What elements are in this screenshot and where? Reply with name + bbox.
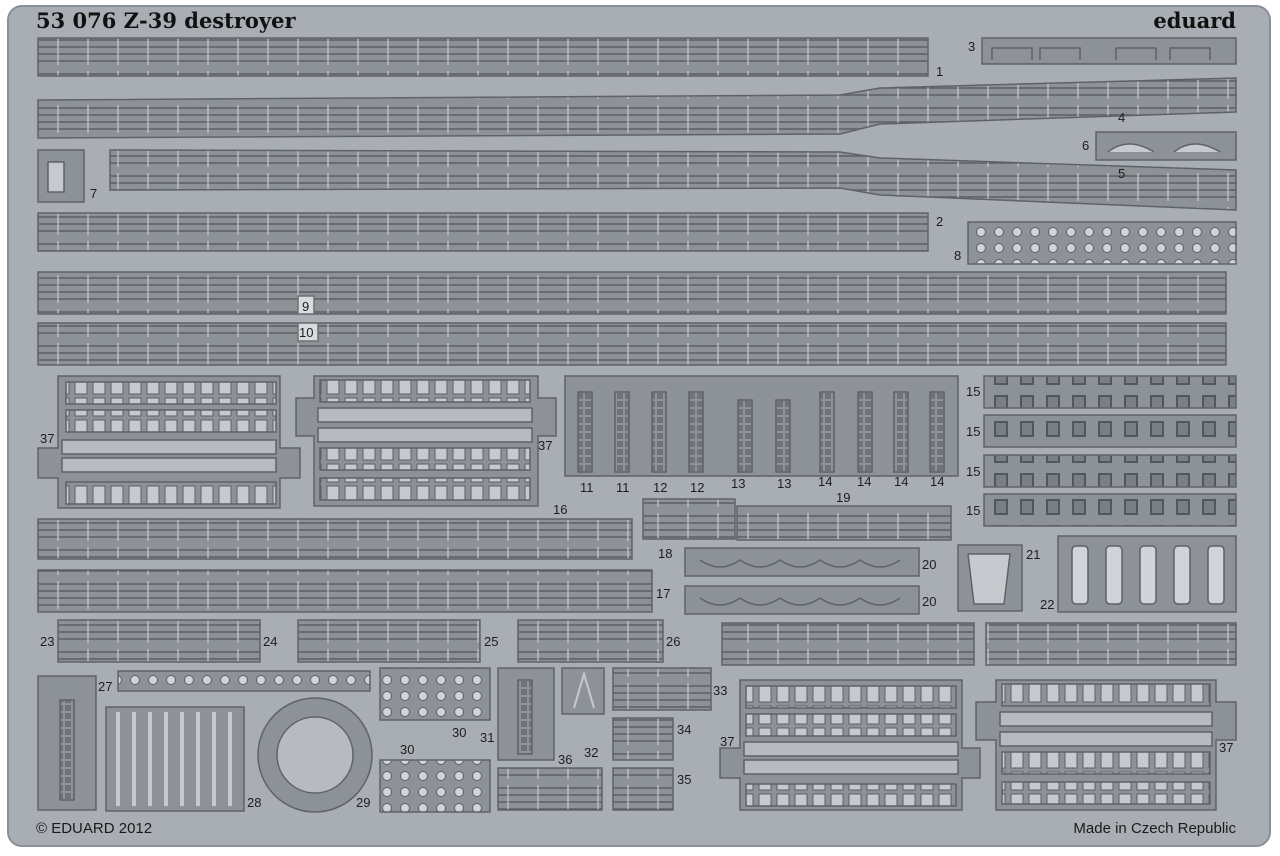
label-14b: 14 xyxy=(857,474,871,489)
brand-name: eduard xyxy=(1153,8,1236,33)
label-28: 28 xyxy=(247,795,261,810)
label-13a: 13 xyxy=(731,476,745,491)
part-27 xyxy=(117,670,371,692)
label-27: 27 xyxy=(98,679,112,694)
part-18 xyxy=(642,498,736,540)
part-1 xyxy=(37,37,929,77)
label-15c: 15 xyxy=(966,464,980,479)
part-3 xyxy=(981,37,1237,65)
label-31: 31 xyxy=(480,730,494,745)
label-2: 2 xyxy=(936,214,943,229)
label-12a: 12 xyxy=(653,480,667,495)
misc-parts xyxy=(37,535,1237,813)
part-36 xyxy=(497,767,603,811)
deck-parts-37 xyxy=(37,375,1237,811)
label-37a: 37 xyxy=(40,431,54,446)
label-5: 5 xyxy=(1118,166,1125,181)
label-10: 10 xyxy=(299,325,313,340)
label-37c: 37 xyxy=(720,734,734,749)
part-15c xyxy=(983,454,1237,488)
part-26 xyxy=(517,619,664,663)
label-37b: 37 xyxy=(538,438,552,453)
label-16: 16 xyxy=(553,502,567,517)
label-19: 19 xyxy=(836,490,850,505)
label-7: 7 xyxy=(90,186,97,201)
label-15d: 15 xyxy=(966,503,980,518)
label-29: 29 xyxy=(356,795,370,810)
origin: Made in Czech Republic xyxy=(1073,820,1236,837)
label-33: 33 xyxy=(713,683,727,698)
part-30a xyxy=(379,667,491,721)
label-13b: 13 xyxy=(777,476,791,491)
part-9 xyxy=(37,271,1227,315)
label-30a: 30 xyxy=(452,725,466,740)
small-parts xyxy=(37,37,1237,342)
grates-15 xyxy=(983,375,1237,527)
label-9: 9 xyxy=(302,299,309,314)
label-12b: 12 xyxy=(690,480,704,495)
label-22: 22 xyxy=(1040,597,1054,612)
label-14a: 14 xyxy=(818,474,832,489)
rail-panel-a xyxy=(721,622,975,666)
label-6: 6 xyxy=(1082,138,1089,153)
part-labels: 1 2 3 4 5 6 7 8 9 10 11 11 12 12 13 13 1… xyxy=(40,39,1233,810)
part-28 xyxy=(105,706,245,812)
label-15b: 15 xyxy=(966,424,980,439)
label-24: 24 xyxy=(263,634,277,649)
ladders-11-14 xyxy=(564,375,959,477)
label-20b: 20 xyxy=(922,594,936,609)
label-23: 23 xyxy=(40,634,54,649)
label-34: 34 xyxy=(677,722,691,737)
label-3: 3 xyxy=(968,39,975,54)
label-25: 25 xyxy=(484,634,498,649)
part-20b xyxy=(684,585,920,615)
rail-panel-b xyxy=(985,622,1237,666)
part-23-24 xyxy=(57,619,261,663)
label-15a: 15 xyxy=(966,384,980,399)
label-8: 8 xyxy=(954,248,961,263)
part-15a xyxy=(983,375,1237,409)
part-19 xyxy=(736,505,952,541)
part-20a xyxy=(684,547,920,577)
part-35 xyxy=(612,767,674,811)
label-1: 1 xyxy=(936,64,943,79)
part-17 xyxy=(37,569,653,613)
label-32: 32 xyxy=(584,745,598,760)
label-14d: 14 xyxy=(930,474,944,489)
label-26: 26 xyxy=(666,634,680,649)
copyright: © EDUARD 2012 xyxy=(36,820,152,837)
fret-title: 53 076 Z-39 destroyer xyxy=(36,8,296,33)
part-10 xyxy=(37,322,1227,366)
part-33 xyxy=(612,667,712,711)
part-34 xyxy=(612,717,674,761)
part-16 xyxy=(37,518,633,560)
long-rail-upper xyxy=(37,77,1237,139)
label-17: 17 xyxy=(656,586,670,601)
part-25 xyxy=(297,619,481,663)
part-15b xyxy=(983,414,1237,448)
label-4: 4 xyxy=(1118,110,1125,125)
long-rail-lower xyxy=(109,149,1237,211)
label-11b: 11 xyxy=(616,480,630,495)
railing-strips xyxy=(37,37,1237,811)
label-11a: 11 xyxy=(580,480,594,495)
label-18: 18 xyxy=(658,546,672,561)
label-21: 21 xyxy=(1026,547,1040,562)
part-8 xyxy=(967,221,1237,265)
label-35: 35 xyxy=(677,772,691,787)
label-20a: 20 xyxy=(922,557,936,572)
label-14c: 14 xyxy=(894,474,908,489)
label-30b: 30 xyxy=(400,742,414,757)
part-2 xyxy=(37,212,929,252)
part-32 xyxy=(561,667,605,715)
label-37d: 37 xyxy=(1219,740,1233,755)
label-36: 36 xyxy=(558,752,572,767)
part-15d xyxy=(983,493,1237,527)
part-30b xyxy=(379,759,491,813)
